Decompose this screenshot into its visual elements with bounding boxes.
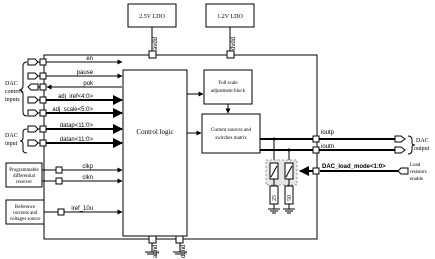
avdd-pin xyxy=(148,50,157,59)
dgnd-pin xyxy=(175,235,184,244)
group-control-line2: control xyxy=(5,89,22,95)
datan-port-icon xyxy=(27,139,39,147)
switch-50-blade xyxy=(285,165,293,178)
avdd-label: avdd xyxy=(153,37,159,50)
load-enable-line3: enable xyxy=(410,177,424,182)
diff-receiver-block xyxy=(5,162,43,188)
adj-iref-port-icon xyxy=(27,96,39,104)
input-adj-scale-row: adj_scale<5:0> xyxy=(27,107,123,118)
iref-label: iref_10u xyxy=(71,206,93,212)
output-ioutp-row: ioutp xyxy=(260,130,395,143)
dvdd-pin xyxy=(226,50,235,59)
pok-label: pok xyxy=(83,81,94,87)
pause-label: pause xyxy=(77,70,94,76)
group-control-line3: inputs xyxy=(5,97,20,103)
iref-pin xyxy=(57,208,65,216)
input-iref-row: iref_10u xyxy=(44,206,123,216)
current-sources-block xyxy=(201,113,261,154)
pause-pin xyxy=(39,72,47,80)
adj-scale-label: adj_scale<5:0> xyxy=(52,107,93,113)
input-clkp-row: clkp xyxy=(42,164,123,174)
dgnd-label: dgnd xyxy=(181,245,187,258)
current-sources-label-1: Current sources and xyxy=(211,128,251,133)
load-mode-pin xyxy=(312,167,320,175)
ref-source-label-2: currents and xyxy=(13,211,38,216)
full-scale-label-2: adjustment block xyxy=(211,89,246,94)
dac-output-brace xyxy=(407,135,416,155)
ground-symbol-50 xyxy=(283,208,295,214)
load-mode-row: DAC_load_mode<1:0> xyxy=(299,164,409,176)
ioutn-pin xyxy=(312,146,320,154)
clkp-label: clkp xyxy=(82,164,93,170)
en-pin xyxy=(39,58,47,66)
dac-output-line2: output xyxy=(414,146,430,152)
en-label: en xyxy=(86,56,93,62)
datap-label: datap<11:0> xyxy=(60,123,94,129)
current-sources-label-2: switches matrix xyxy=(215,136,247,141)
datap-port-icon xyxy=(27,125,39,133)
ioutn-port-icon xyxy=(394,146,406,154)
output-ioutn-row: ioutn xyxy=(260,144,395,154)
ioutn-junction xyxy=(287,148,291,152)
switch-25-blade xyxy=(270,165,278,178)
datan-pin xyxy=(39,139,47,147)
clkp-pin xyxy=(55,166,63,174)
adj-iref-label: adj_iref<4:0> xyxy=(58,94,94,100)
ref-source-block xyxy=(5,199,45,225)
ldo-2v5-label: 2.5V LDO xyxy=(139,14,165,20)
input-adj-iref-row: adj_iref<4:0> xyxy=(27,94,123,105)
input-clkn-row: clkn xyxy=(42,175,123,185)
input-pause-row: pause xyxy=(27,70,123,80)
adj-iref-pin xyxy=(39,96,47,104)
load-mode-label: DAC_load_mode<1:0> xyxy=(322,164,386,170)
ioutp-label: ioutp xyxy=(321,130,335,136)
load-enable-line2: resistors xyxy=(410,170,427,175)
agnd-label: agnd xyxy=(153,245,159,258)
input-pok-row: pok xyxy=(27,81,122,91)
control-logic-label: Control logic xyxy=(136,128,173,136)
dac-output-line1: DAC xyxy=(416,138,429,144)
ref-source-label-3: voltages source xyxy=(10,217,42,222)
ioutp-junction xyxy=(272,137,276,141)
datap-pin xyxy=(39,125,47,133)
ground-symbol-25 xyxy=(268,208,280,214)
input-datap-row: datap<11:0> xyxy=(27,123,123,134)
full-scale-label-1: Full scale xyxy=(218,81,238,86)
control-logic-block xyxy=(122,69,188,237)
group-input-line2: input xyxy=(5,141,18,147)
pause-port-icon xyxy=(27,72,39,80)
datan-label: datan<11:0> xyxy=(60,137,94,143)
dac-input-brace xyxy=(19,128,28,154)
input-datan-row: datan<11:0> xyxy=(27,137,123,148)
ioutn-label: ioutn xyxy=(321,144,334,150)
adj-scale-pin xyxy=(39,109,47,117)
diff-receiver-label-2: differential xyxy=(13,174,36,179)
agnd-pin xyxy=(148,235,157,244)
control-inputs-brace xyxy=(18,61,28,117)
group-input-line1: DAC xyxy=(5,133,18,139)
agnd-ground-symbol xyxy=(145,251,159,255)
adj-scale-port-icon xyxy=(27,109,39,117)
ioutp-port-icon xyxy=(394,135,406,143)
group-control-line1: DAC xyxy=(5,81,18,87)
pok-pin xyxy=(39,83,47,91)
resistor-50-label: 50 xyxy=(287,195,293,201)
en-port-icon xyxy=(27,58,39,66)
load-enable-line1: Load xyxy=(410,163,421,168)
clkn-pin xyxy=(55,177,63,185)
ref-source-label-1: Reference xyxy=(15,205,36,210)
ldo-1v2-label: 1.2V LDO xyxy=(217,14,243,20)
clkn-label: clkn xyxy=(82,175,93,181)
resistor-25-label: 25 xyxy=(272,195,278,201)
load-mode-port-icon xyxy=(397,167,409,175)
diff-receiver-label-1: Programmable xyxy=(9,168,39,173)
pok-port-icon xyxy=(27,83,39,91)
dgnd-ground-symbol xyxy=(173,251,187,255)
diff-receiver-label-3: receiver xyxy=(16,180,32,185)
ioutp-pin xyxy=(312,135,320,143)
dvdd-label: dvdd xyxy=(231,37,237,50)
full-scale-block xyxy=(203,69,253,105)
input-en-row: en xyxy=(27,56,123,66)
